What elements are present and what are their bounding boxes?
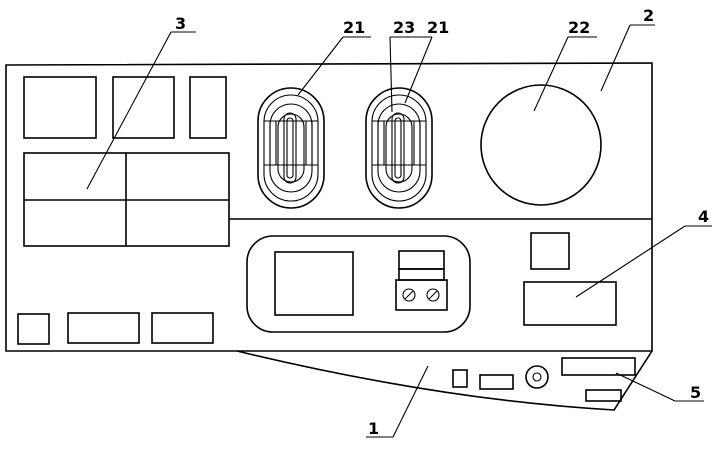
label-round-window: 22 [568,18,590,37]
label-module-group: 3 [175,14,186,33]
round-window [480,84,602,206]
coil-right [365,87,433,209]
panel-outline [5,62,653,352]
leader-lines [86,24,712,438]
lower-housing [236,350,653,411]
label-panel: 2 [643,6,654,25]
reference-labels: 3 21 23 21 22 2 4 5 1 [175,6,709,438]
control-unit [523,232,617,326]
label-coil-left: 21 [343,18,365,37]
module-box-1 [23,76,97,139]
module-box-3 [189,76,227,139]
housing-outline [236,350,653,411]
center-module [246,235,471,333]
coil-left [257,87,325,209]
module-box-2 [112,76,175,139]
housing-components [452,357,636,402]
module-group [23,76,230,247]
label-port-strip: 5 [690,383,701,402]
label-coil-right: 21 [427,18,449,37]
label-housing: 1 [368,419,379,438]
label-core: 23 [393,18,415,37]
label-control-unit: 4 [698,207,709,226]
main-panel [5,62,653,352]
bottom-boxes [17,312,214,345]
